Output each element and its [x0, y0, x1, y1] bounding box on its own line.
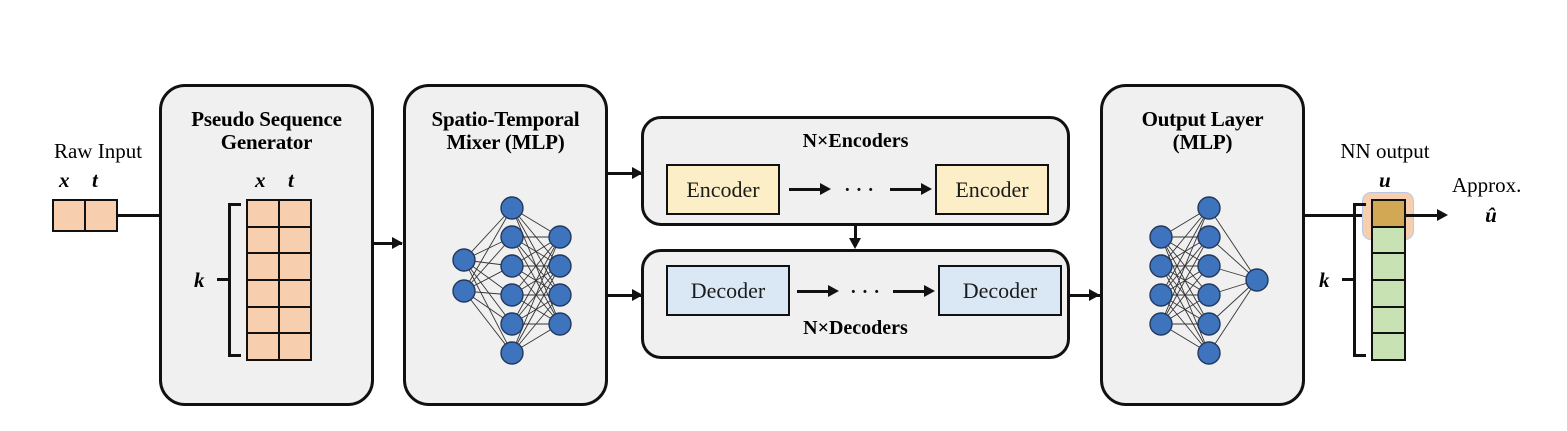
- generator-label-x: x: [255, 168, 266, 192]
- encoders-ellipsis: ···: [843, 175, 878, 204]
- generator-label-t: t: [288, 168, 294, 192]
- raw-input-cell-t: [86, 201, 116, 230]
- generator-k-bracket: [216, 199, 246, 361]
- nn-output-caption: NN output: [1340, 139, 1430, 163]
- arrow-mixer-to-decoders: [608, 294, 642, 297]
- grid-cell: [248, 334, 278, 359]
- arrowhead-decoders-to-output-layer: [1089, 288, 1100, 301]
- arrowhead-mixer-to-encoders: [632, 166, 643, 179]
- arrowhead-encoder-first-to-ellipsis: [820, 182, 831, 195]
- nn-output-cell: [1373, 227, 1404, 253]
- output-layer-mlp-graphic: [1149, 196, 1269, 365]
- grid-cell: [280, 227, 310, 253]
- grid-cell: [248, 280, 278, 306]
- raw-input-label-x: x: [59, 168, 70, 192]
- raw-input-cells: [52, 199, 118, 232]
- grid-cell: [280, 280, 310, 306]
- pseudo-sequence-grid: [246, 199, 312, 361]
- encoders-label: N×Encoders: [802, 130, 909, 152]
- arrow-encoder-first-to-ellipsis: [789, 188, 827, 191]
- generator-title-line2: Generator: [220, 130, 313, 154]
- arrowhead-nn-output-to-approx: [1437, 208, 1448, 221]
- mixer-title-line1: Spatio-Temporal: [431, 107, 580, 131]
- raw-input-label-t: t: [92, 168, 98, 192]
- nn-output-cell: [1373, 254, 1404, 279]
- grid-cell: [280, 307, 310, 333]
- grid-cell: [280, 254, 310, 279]
- arrow-decoder-first-to-ellipsis: [797, 290, 835, 293]
- nn-output-column: [1371, 199, 1406, 361]
- encoder-first[interactable]: Encoder: [666, 164, 780, 215]
- grid-cell: [248, 201, 278, 226]
- arrowhead-ellipsis-to-decoder-last: [924, 284, 935, 297]
- arrow-decoders-to-output-layer: [1070, 294, 1100, 297]
- arrowhead-ellipsis-to-encoder-last: [921, 182, 932, 195]
- nn-output-k-bracket: [1341, 199, 1371, 361]
- raw-input-cell-x: [54, 201, 84, 230]
- arrow-ellipsis-to-encoder-last: [890, 188, 928, 191]
- generator-title-line1: Pseudo Sequence: [191, 107, 342, 131]
- nn-output-cell: [1373, 307, 1404, 333]
- arrowhead-mixer-to-decoders: [632, 288, 643, 301]
- arrowhead-decoder-first-to-ellipsis: [828, 284, 839, 297]
- encoder-last[interactable]: Encoder: [935, 164, 1049, 215]
- arrow-generator-to-mixer: [374, 242, 402, 245]
- nn-output-cell: [1373, 280, 1404, 306]
- decoders-ellipsis: ···: [849, 277, 884, 306]
- output-layer-title-line2: (MLP): [1172, 130, 1233, 154]
- arrow-mixer-to-encoders: [608, 172, 642, 175]
- arrowhead-generator-to-mixer: [392, 236, 403, 249]
- decoders-label: N×Decoders: [803, 317, 908, 339]
- arrow-encoders-to-decoders: [854, 226, 857, 246]
- mixer-mlp-graphic: [452, 196, 572, 365]
- arrowhead-encoders-to-decoders: [849, 238, 861, 249]
- mixer-title-line2: Mixer (MLP): [446, 130, 565, 154]
- nn-output-label-u: u: [1379, 168, 1391, 192]
- grid-cell: [280, 201, 310, 226]
- output-layer-title-line1: Output Layer: [1141, 107, 1264, 131]
- decoder-last[interactable]: Decoder: [938, 265, 1062, 316]
- nn-output-cell-highlighted: [1373, 201, 1404, 226]
- raw-input-caption: Raw Input: [53, 139, 143, 163]
- approx-symbol: û: [1485, 203, 1497, 227]
- arrow-nn-output-to-approx: [1406, 214, 1444, 217]
- generator-k-label: k: [194, 268, 205, 292]
- nn-output-cell: [1373, 334, 1404, 359]
- grid-cell: [248, 227, 278, 253]
- approx-label: Approx.: [1452, 173, 1522, 197]
- grid-cell: [280, 334, 310, 359]
- nn-output-k-label: k: [1319, 268, 1330, 292]
- arrow-output-layer-to-nn-output: [1305, 214, 1370, 217]
- arrow-ellipsis-to-decoder-last: [893, 290, 931, 293]
- grid-cell: [248, 254, 278, 279]
- decoder-first[interactable]: Decoder: [666, 265, 790, 316]
- grid-cell: [248, 307, 278, 333]
